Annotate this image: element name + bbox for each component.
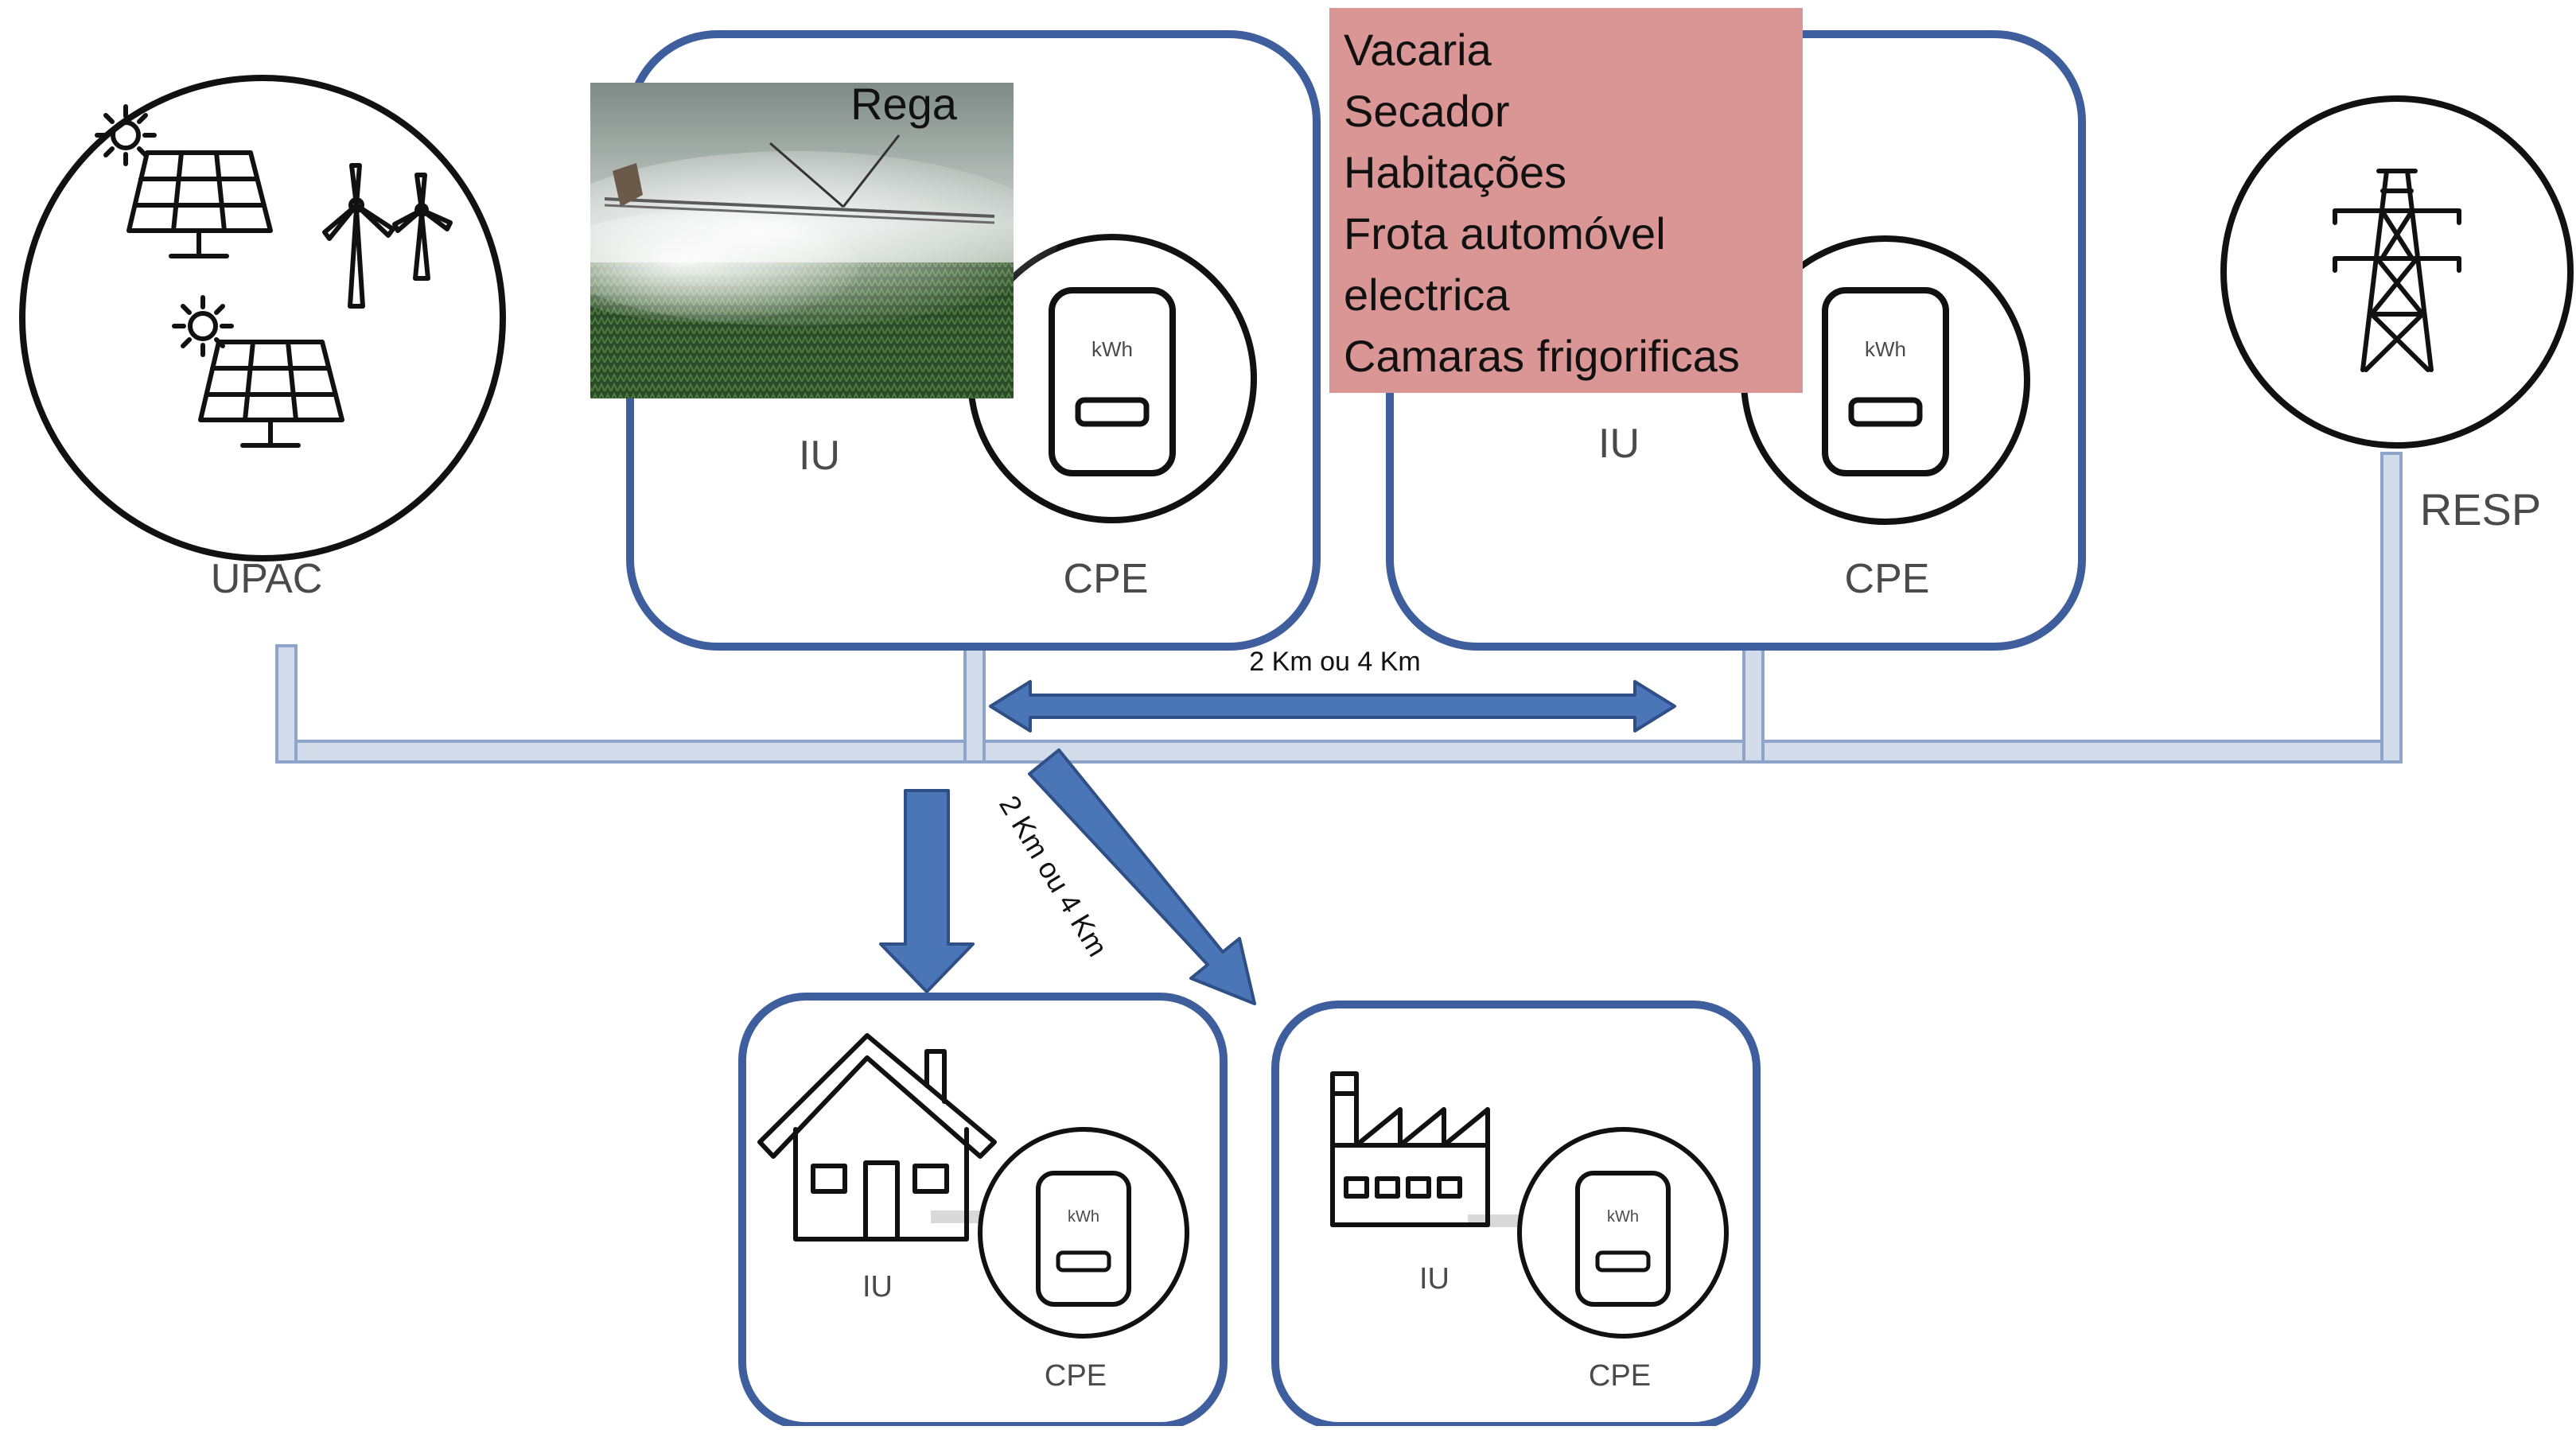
iu-label: IU (1419, 1262, 1449, 1296)
meter-unit-label: kWh (1607, 1208, 1639, 1226)
meter-unit-label: kWh (1091, 337, 1133, 361)
load-item: Frota automóvel (1344, 208, 1666, 258)
factory-icon (1330, 1071, 1490, 1227)
diagonal-arrow (1028, 748, 1256, 1005)
cpe-label: CPE (1845, 556, 1930, 602)
solar-panel-icon (126, 150, 273, 258)
resp-node: RESP (2220, 95, 2574, 534)
cpe-label: CPE (1045, 1359, 1107, 1393)
resp-label: RESP (2420, 484, 2542, 534)
consumer-unit-factory: kWh IU CPE (1271, 1001, 1761, 1430)
transmission-tower-icon (2333, 169, 2461, 372)
load-item: Camaras frigorificas (1344, 331, 1740, 381)
cpe-label: CPE (1064, 556, 1149, 602)
kwh-meter-icon: kWh (1575, 1171, 1671, 1307)
consumer-unit-house: kWh IU CPE (738, 993, 1228, 1430)
kwh-meter-icon: kWh (1822, 287, 1949, 476)
load-item: Habitações (1344, 147, 1567, 197)
solar-panel-icon (198, 340, 344, 448)
iu-label: IU (862, 1270, 893, 1304)
loads-list-box: Vacaria Secador Habitações Frota automóv… (1329, 8, 1803, 393)
wind-turbine-icon (392, 173, 453, 281)
wind-turbine-icon (322, 163, 395, 309)
iu-label: IU (799, 433, 840, 479)
kwh-meter-icon: kWh (1049, 287, 1176, 476)
iu-label: IU (1598, 421, 1640, 467)
upac-node: UPAC (19, 75, 506, 602)
meter-unit-label: kWh (1865, 337, 1906, 361)
distance-label-horizontal: 2 Km ou 4 Km (1249, 647, 1420, 677)
load-item: Vacaria (1344, 25, 1492, 75)
photo-label: Rega (850, 79, 958, 129)
load-item: Secador (1344, 86, 1510, 136)
meter-unit-label: kWh (1068, 1208, 1099, 1226)
irrigation-photo: Rega (533, 79, 1058, 398)
horizontal-double-arrow: 2 Km ou 4 Km (989, 647, 1676, 732)
kwh-meter-icon: kWh (1036, 1171, 1131, 1307)
upac-label: UPAC (211, 556, 323, 602)
down-arrow (879, 789, 975, 993)
cpe-label: CPE (1589, 1359, 1651, 1393)
load-item: electrica (1344, 270, 1510, 320)
house-icon (757, 1033, 997, 1242)
